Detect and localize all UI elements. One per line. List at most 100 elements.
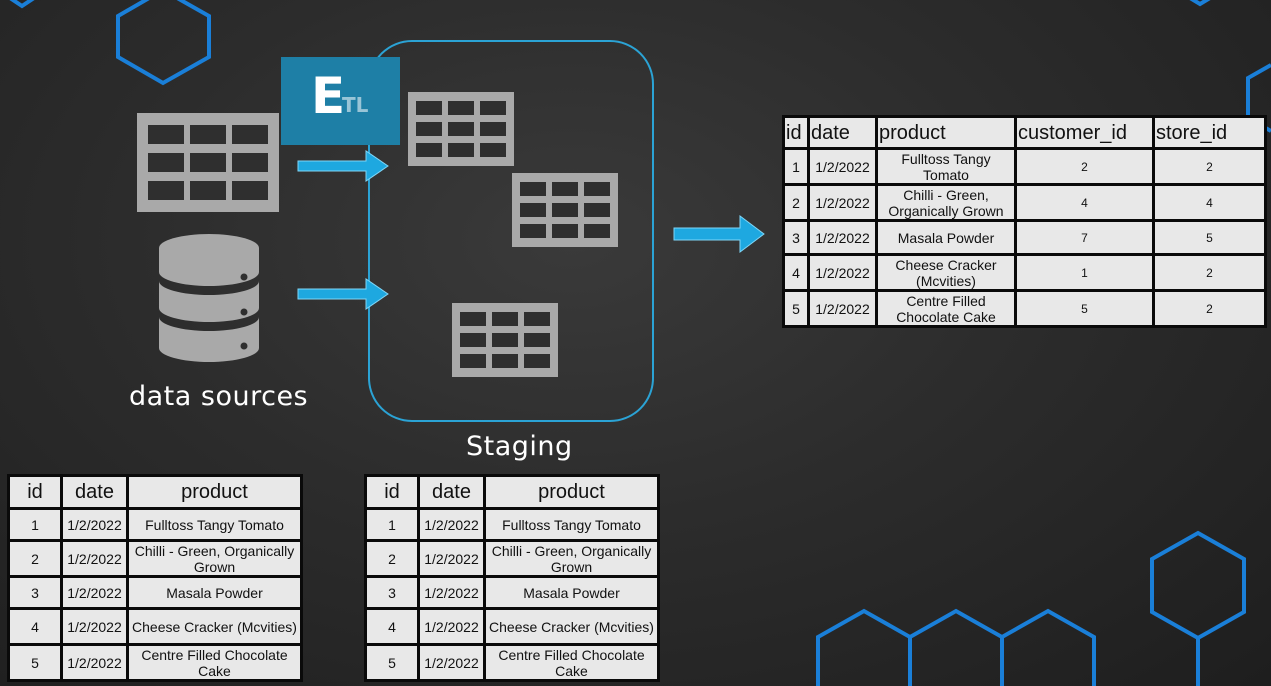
- table-cell: 1/2/2022: [417, 643, 486, 682]
- column-header: id: [7, 474, 63, 510]
- table-row: 1 1/2/2022 Fulltoss Tangy Tomato: [7, 507, 303, 542]
- table-header-row: id date product: [364, 474, 660, 510]
- column-header: product: [483, 474, 660, 510]
- table-row: 3 1/2/2022 Masala Powder 7 5: [782, 219, 1267, 256]
- column-header: id: [364, 474, 420, 510]
- table-row: 2 1/2/2022 Chilli - Green, Organically G…: [782, 183, 1267, 222]
- column-header: product: [126, 474, 303, 510]
- database-icon: [159, 234, 259, 362]
- column-header: store_id: [1152, 115, 1267, 150]
- result-table: id date product customer_id store_id 1 1…: [782, 115, 1267, 328]
- table-row: 3 1/2/2022 Masala Powder: [364, 575, 660, 610]
- table-row: 3 1/2/2022 Masala Powder: [7, 575, 303, 610]
- table-cell: Centre Filled Chocolate Cake: [126, 643, 303, 682]
- table-cell: 4: [364, 607, 420, 646]
- table-cell: 2: [1152, 253, 1267, 292]
- staging-table: id date product 1 1/2/2022 Fulltoss Tang…: [364, 474, 660, 682]
- hexagon-icon: [1150, 530, 1246, 641]
- table-cell: 1/2/2022: [60, 507, 129, 542]
- table-cell: 4: [1014, 183, 1155, 222]
- table-cell: 2: [364, 539, 420, 578]
- hexagon-icon: [1000, 608, 1096, 686]
- column-header: date: [807, 115, 878, 150]
- column-header: id: [782, 115, 810, 150]
- table-cell: 1/2/2022: [807, 253, 878, 292]
- table-cell: 1/2/2022: [807, 289, 878, 328]
- table-row: 4 1/2/2022 Cheese Cracker (Mcvities) 1 2: [782, 253, 1267, 292]
- hexagon-icon: [908, 608, 1004, 686]
- arrow-right-icon: [297, 150, 389, 182]
- table-row: 5 1/2/2022 Centre Filled Chocolate Cake …: [782, 289, 1267, 328]
- table-row: 4 1/2/2022 Cheese Cracker (Mcvities): [364, 607, 660, 646]
- source-table: id date product 1 1/2/2022 Fulltoss Tang…: [7, 474, 303, 682]
- table-cell: 1/2/2022: [417, 539, 486, 578]
- hexagon-icon: [816, 608, 912, 686]
- column-header: customer_id: [1014, 115, 1155, 150]
- table-cell: 1/2/2022: [417, 607, 486, 646]
- table-cell: 3: [364, 575, 420, 610]
- table-row: 5 1/2/2022 Centre Filled Chocolate Cake: [7, 643, 303, 682]
- table-cell: 1/2/2022: [60, 607, 129, 646]
- table-cell: 1/2/2022: [807, 219, 878, 256]
- table-cell: Cheese Cracker (Mcvities): [126, 607, 303, 646]
- etl-badge: E TL: [281, 57, 400, 145]
- table-cell: Masala Powder: [126, 575, 303, 610]
- etl-extract-letter: E: [311, 67, 346, 125]
- table-cell: 5: [364, 643, 420, 682]
- table-cell: 3: [782, 219, 810, 256]
- table-row: 4 1/2/2022 Cheese Cracker (Mcvities): [7, 607, 303, 646]
- table-cell: 2: [782, 183, 810, 222]
- table-cell: 1: [364, 507, 420, 542]
- table-cell: 3: [7, 575, 63, 610]
- table-row: 5 1/2/2022 Centre Filled Chocolate Cake: [364, 643, 660, 682]
- column-header: product: [875, 115, 1017, 150]
- table-cell: Masala Powder: [483, 575, 660, 610]
- table-cell: 1: [782, 147, 810, 186]
- table-cell: 2: [1152, 147, 1267, 186]
- table-cell: 1: [7, 507, 63, 542]
- hexagon-icon: [116, 0, 211, 86]
- table-grid-icon: [512, 173, 618, 247]
- table-cell: Chilli - Green, Organically Grown: [126, 539, 303, 578]
- column-header: date: [417, 474, 486, 510]
- table-cell: 4: [7, 607, 63, 646]
- table-header-row: id date product: [7, 474, 303, 510]
- staging-label: Staging: [466, 431, 573, 462]
- arrow-right-icon: [673, 215, 765, 253]
- etl-transform-load-letters: TL: [342, 93, 369, 117]
- table-cell: 1/2/2022: [60, 643, 129, 682]
- table-cell: 1/2/2022: [60, 575, 129, 610]
- table-grid-icon: [137, 113, 279, 212]
- table-row: 1 1/2/2022 Fulltoss Tangy Tomato 2 2: [782, 147, 1267, 186]
- table-cell: Cheese Cracker (Mcvities): [483, 607, 660, 646]
- table-grid-icon: [452, 303, 558, 377]
- table-cell: Centre Filled Chocolate Cake: [875, 289, 1017, 328]
- table-cell: 1/2/2022: [417, 507, 486, 542]
- table-cell: 1: [1014, 253, 1155, 292]
- table-cell: 2: [1152, 289, 1267, 328]
- table-cell: 4: [782, 253, 810, 292]
- table-header-row: id date product customer_id store_id: [782, 115, 1267, 150]
- table-cell: 5: [782, 289, 810, 328]
- table-cell: Cheese Cracker (Mcvities): [875, 253, 1017, 292]
- table-row: 2 1/2/2022 Chilli - Green, Organically G…: [364, 539, 660, 578]
- arrow-right-icon: [297, 278, 389, 310]
- table-cell: 2: [1014, 147, 1155, 186]
- table-cell: 5: [1014, 289, 1155, 328]
- table-row: 1 1/2/2022 Fulltoss Tangy Tomato: [364, 507, 660, 542]
- data-sources-label: data sources: [129, 381, 309, 412]
- table-cell: 4: [1152, 183, 1267, 222]
- table-cell: Fulltoss Tangy Tomato: [483, 507, 660, 542]
- table-cell: Centre Filled Chocolate Cake: [483, 643, 660, 682]
- hexagon-icon: [1189, 0, 1211, 7]
- table-cell: Fulltoss Tangy Tomato: [126, 507, 303, 542]
- table-cell: 5: [1152, 219, 1267, 256]
- table-cell: 1/2/2022: [60, 539, 129, 578]
- table-cell: 1/2/2022: [807, 147, 878, 186]
- table-cell: 1/2/2022: [417, 575, 486, 610]
- table-cell: 7: [1014, 219, 1155, 256]
- table-row: 2 1/2/2022 Chilli - Green, Organically G…: [7, 539, 303, 578]
- table-cell: Chilli - Green, Organically Grown: [483, 539, 660, 578]
- column-header: date: [60, 474, 129, 510]
